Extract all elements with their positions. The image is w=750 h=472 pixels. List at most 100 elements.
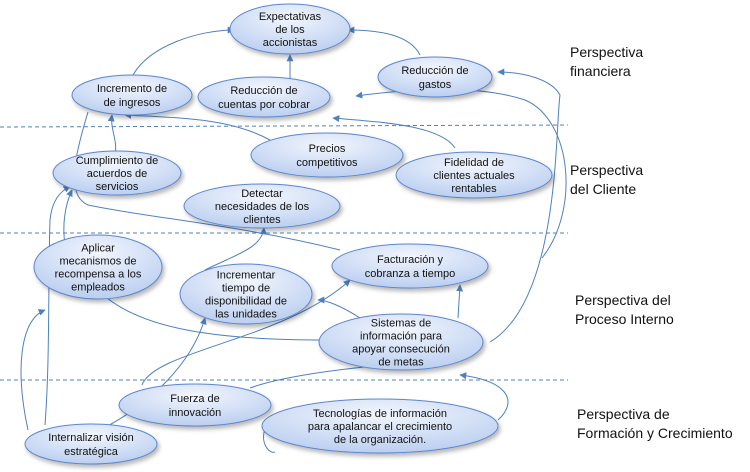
perspective-label-cliente: Perspectiva del Cliente: [570, 161, 643, 199]
node-precios[interactable]: Precios competitivos: [250, 132, 404, 178]
node-facturacion[interactable]: Facturación y cobranza a tiempo: [331, 243, 489, 289]
node-label-line: rentables: [451, 183, 497, 195]
perspective-proceso-line2: Proceso Interno: [575, 311, 674, 327]
node-label-line: Aplicar: [81, 243, 115, 255]
connector-tecnologias-sistemas: [459, 372, 509, 421]
connector-incremento-expectativas: [132, 26, 235, 76]
node-internalizar[interactable]: Internalizar visión estratégica: [24, 423, 158, 465]
node-label-line: Expectativas: [259, 11, 322, 23]
node-label-line: para apalancar el crecimiento: [308, 421, 452, 433]
node-reduccion-cuentas-label: Reducción de cuentas por cobrar: [218, 85, 310, 111]
perspective-cliente-line2: del Cliente: [570, 181, 637, 197]
node-label-line: Fidelidad de: [444, 157, 504, 169]
node-label-line: necesidades de los: [215, 201, 310, 213]
node-label-line: información para: [360, 331, 443, 343]
perspective-label-formacion: Perspectiva de Formación y Crecimiento: [577, 405, 733, 443]
node-label-line: de metas: [378, 357, 424, 369]
perspective-financiera-line2: financiera: [570, 63, 631, 79]
connector-fidelidad-reduccion: [332, 115, 456, 149]
connector-precios-incremento: [124, 111, 271, 141]
node-label-line: de los: [275, 24, 305, 36]
perspective-label-proceso: Perspectiva del Proceso Interno: [575, 291, 674, 329]
connector-fuerza-facturacion: [141, 279, 351, 386]
node-fuerza-label: Fuerza de innovación: [169, 393, 222, 419]
node-fuerza[interactable]: Fuerza de innovación: [118, 383, 272, 427]
divider-financiera-cliente: [0, 124, 569, 128]
node-label-line: accionistas: [263, 37, 318, 49]
node-label-line: recompensa a los: [55, 269, 142, 281]
connector-internalizar-aplicar: [20, 309, 46, 431]
node-precios-label: Precios competitivos: [296, 143, 358, 169]
perspective-formacion-line2: Formación y Crecimiento: [577, 425, 733, 441]
node-reduccion-gastos[interactable]: Reducción de gastos: [377, 56, 493, 98]
perspective-proceso-line1: Perspectiva del: [575, 292, 671, 308]
node-label-line: cuentas por cobrar: [218, 99, 310, 111]
connector-aplicar-cumplimiento: [63, 189, 73, 246]
node-label-line: de la organización.: [334, 434, 426, 446]
node-label-line: Detectar: [241, 188, 283, 200]
node-internalizar-label: Internalizar visión estratégica: [48, 432, 134, 458]
perspective-financiera-line1: Perspectiva: [570, 44, 644, 60]
perspective-cliente-line1: Perspectiva: [570, 162, 644, 178]
node-label-line: competitivos: [296, 157, 358, 169]
node-reduccion-gastos-label: Reducción de gastos: [401, 65, 468, 91]
connector-sistemas-facturacion: [456, 284, 464, 319]
connector-sistemas-incrementar: [317, 296, 361, 319]
node-label-line: Precios: [309, 143, 346, 155]
perspective-label-financiera: Perspectiva financiera: [570, 43, 643, 81]
node-incremento[interactable]: Incremento de de ingresos: [71, 74, 193, 116]
node-label-line: empleados: [71, 282, 125, 294]
connector-fuerza-sistemas: [249, 364, 383, 389]
node-label-line: cobranza a tiempo: [365, 268, 456, 280]
node-label-line: Cumplimiento de: [76, 155, 159, 167]
connector-incrementar-detectar: [204, 227, 267, 271]
node-reduccion-cuentas[interactable]: Reducción de cuentas por cobrar: [197, 76, 331, 118]
node-label-line: Fuerza de: [170, 393, 220, 405]
node-label-line: Tecnologías de información: [313, 408, 447, 420]
node-label-line: Sistemas de: [371, 318, 432, 330]
connector-sistemas-aplicar: [99, 291, 326, 341]
node-label-line: estratégica: [64, 446, 119, 458]
node-label-line: clientes: [243, 214, 281, 226]
node-label-line: innovación: [169, 407, 222, 419]
node-label-line: Facturación y: [377, 254, 444, 266]
node-label-line: Reducción de: [401, 65, 468, 77]
node-label-line: Incrementar: [217, 270, 276, 282]
node-label-line: disponibilidad de: [205, 296, 287, 308]
node-label-line: clientes actuales: [433, 170, 515, 182]
connector-gastos-expectativas: [347, 26, 421, 56]
node-label-line: mecanismos de: [59, 256, 136, 268]
node-label-line: tiempo de: [222, 283, 270, 295]
node-label-line: gastos: [419, 79, 452, 91]
perspective-formacion-line1: Perspectiva de: [577, 406, 670, 422]
node-label-line: Internalizar visión: [48, 432, 134, 444]
node-facturacion-label: Facturación y cobranza a tiempo: [365, 254, 456, 280]
node-label-line: acuerdos de: [87, 168, 148, 180]
node-incremento-label: Incremento de de ingresos: [97, 83, 167, 109]
node-label-line: de ingresos: [104, 97, 161, 109]
node-label-line: Reducción de: [230, 85, 297, 97]
node-label-line: servicios: [96, 181, 139, 193]
node-label-line: las unidades: [215, 309, 277, 321]
connector-internalizar-cumplimiento: [44, 185, 71, 426]
perspective-dividers: [0, 124, 569, 381]
node-label-line: Incremento de: [97, 83, 167, 95]
connector-sistemas-gastos: [489, 68, 561, 343]
